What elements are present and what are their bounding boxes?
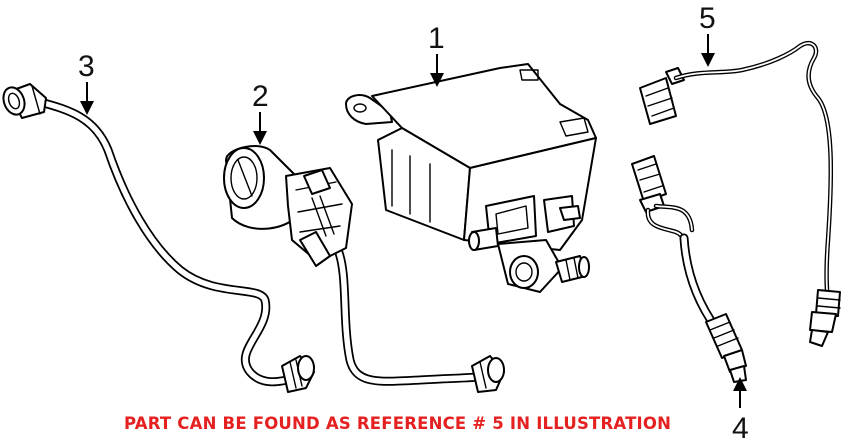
hose-end-fitting xyxy=(2,83,47,119)
hose-line-part-3 xyxy=(2,83,315,393)
callout-5: 5 xyxy=(699,2,716,67)
charcoal-canister-part-1 xyxy=(345,63,597,293)
oxygen-sensor-part-4 xyxy=(631,155,747,383)
oxygen-sensor-part-5 xyxy=(639,40,841,347)
callout-4: 4 xyxy=(732,377,749,444)
callout-number: 5 xyxy=(699,2,716,35)
callout-2: 2 xyxy=(252,80,269,145)
callout-3: 3 xyxy=(78,50,95,115)
reference-note: PART CAN BE FOUND AS REFERENCE # 5 IN IL… xyxy=(124,414,672,433)
callout-number: 1 xyxy=(428,22,445,55)
hose-quick-connector xyxy=(281,355,315,393)
callout-number: 3 xyxy=(78,50,95,83)
valve-hose-connector xyxy=(471,355,505,393)
callout-number: 2 xyxy=(252,80,269,113)
callout-1: 1 xyxy=(428,22,445,87)
purge-valve-part-2 xyxy=(223,145,505,393)
callout-number: 4 xyxy=(732,412,749,444)
